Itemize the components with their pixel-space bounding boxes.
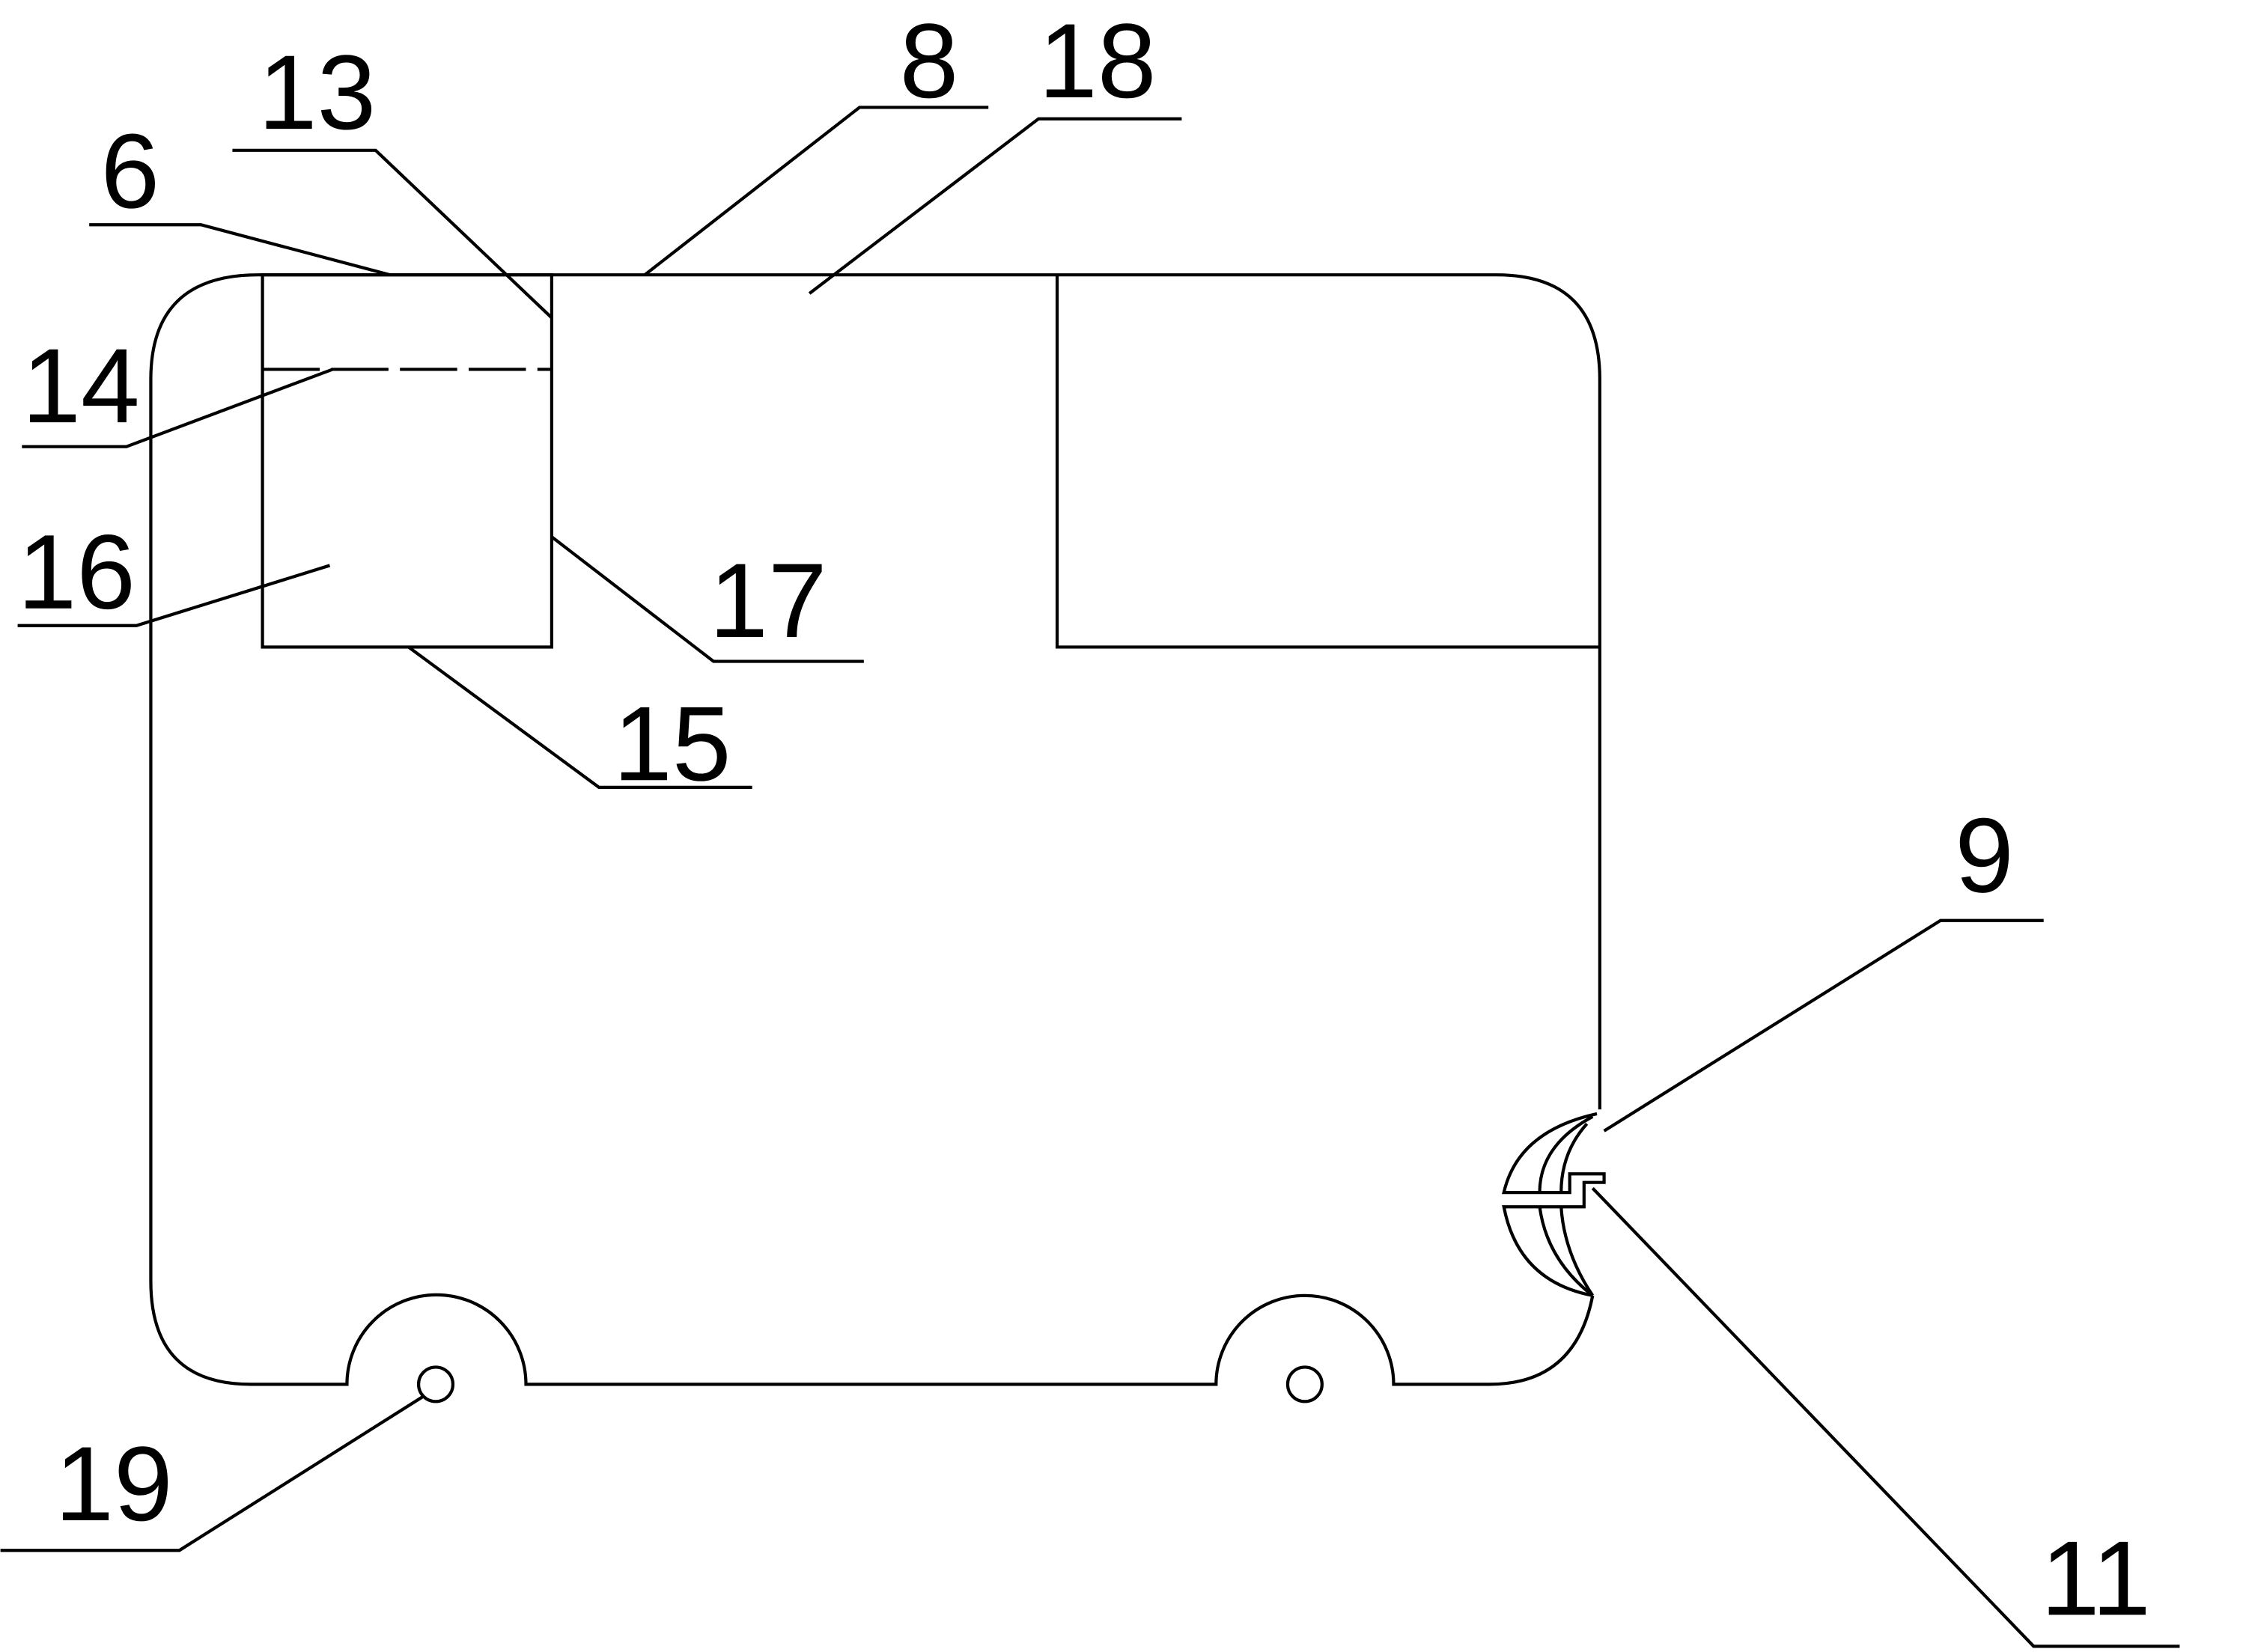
- right-compartment: [1055, 275, 1600, 649]
- ref-label-15: 15: [613, 684, 731, 802]
- ref-label-14: 14: [22, 326, 139, 445]
- mounting-hole-right: [1285, 1365, 1324, 1403]
- leader-lines: [0, 106, 2180, 1648]
- ref-label-16: 16: [18, 513, 136, 631]
- ref-label-8: 8: [900, 1, 959, 120]
- left-compartment: [261, 273, 554, 649]
- ref-label-19: 19: [55, 1424, 172, 1543]
- ref-label-6: 6: [100, 112, 159, 230]
- ref-label-9: 9: [1955, 796, 2014, 914]
- body-outline: [149, 273, 1601, 1386]
- ref-label-11: 11: [2041, 1519, 2151, 1637]
- mounting-hole-left: [416, 1365, 455, 1403]
- hook-assembly: [1502, 1112, 1606, 1297]
- ref-label-13: 13: [258, 33, 376, 151]
- ref-label-17: 17: [709, 541, 827, 659]
- ref-label-18: 18: [1038, 1, 1156, 120]
